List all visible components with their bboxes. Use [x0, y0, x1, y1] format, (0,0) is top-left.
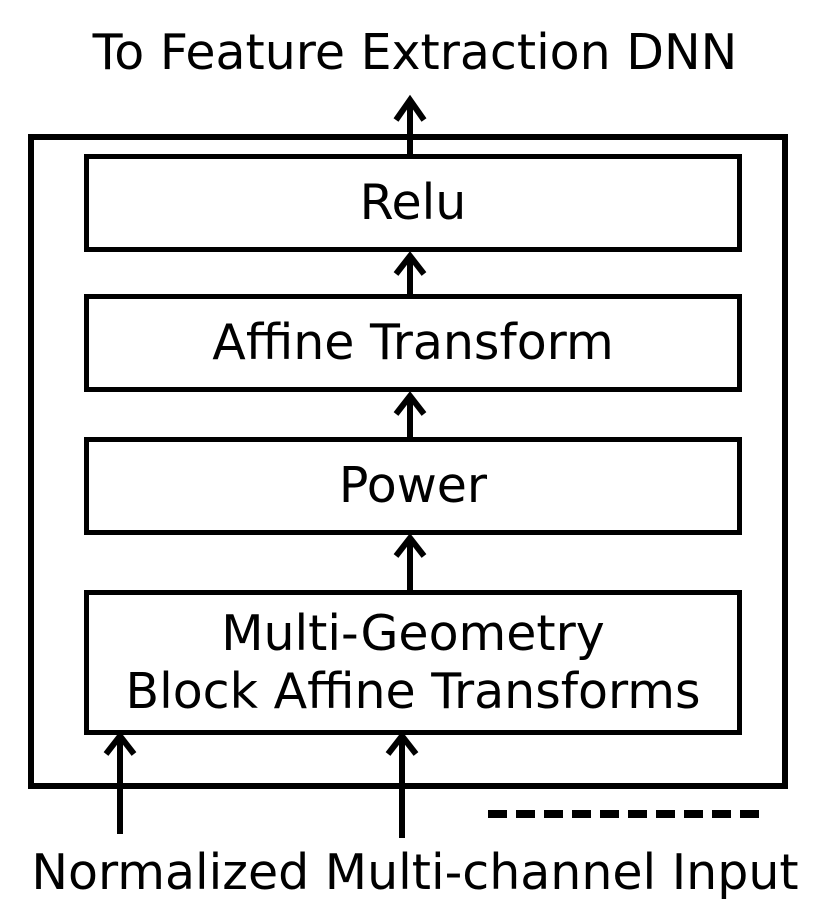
relu-block: Relu: [84, 154, 742, 252]
power-block: Power: [84, 437, 742, 535]
arrow-input-center: [385, 731, 419, 838]
power-label: Power: [338, 457, 488, 515]
multi-geometry-label-line2: Block Affine Transforms: [125, 662, 701, 720]
multi-geometry-label-line1: Multi-Geometry: [221, 605, 605, 663]
arrow-input-left: [103, 731, 137, 834]
relu-label: Relu: [359, 174, 467, 232]
affine-transform-label: Affine Transform: [212, 314, 614, 372]
arrow-power-to-affine: [393, 391, 427, 437]
arrow-mgbat-to-power: [393, 533, 427, 590]
output-label: To Feature Extraction DNN: [92, 24, 738, 81]
arrow-output: [393, 94, 427, 154]
affine-transform-block: Affine Transform: [84, 294, 742, 392]
input-label: Normalized Multi-channel Input: [31, 844, 799, 901]
multi-geometry-block: Multi-Geometry Block Affine Transforms: [84, 590, 742, 735]
dashed-line: [488, 810, 766, 818]
arrow-affine-to-relu: [393, 251, 427, 294]
